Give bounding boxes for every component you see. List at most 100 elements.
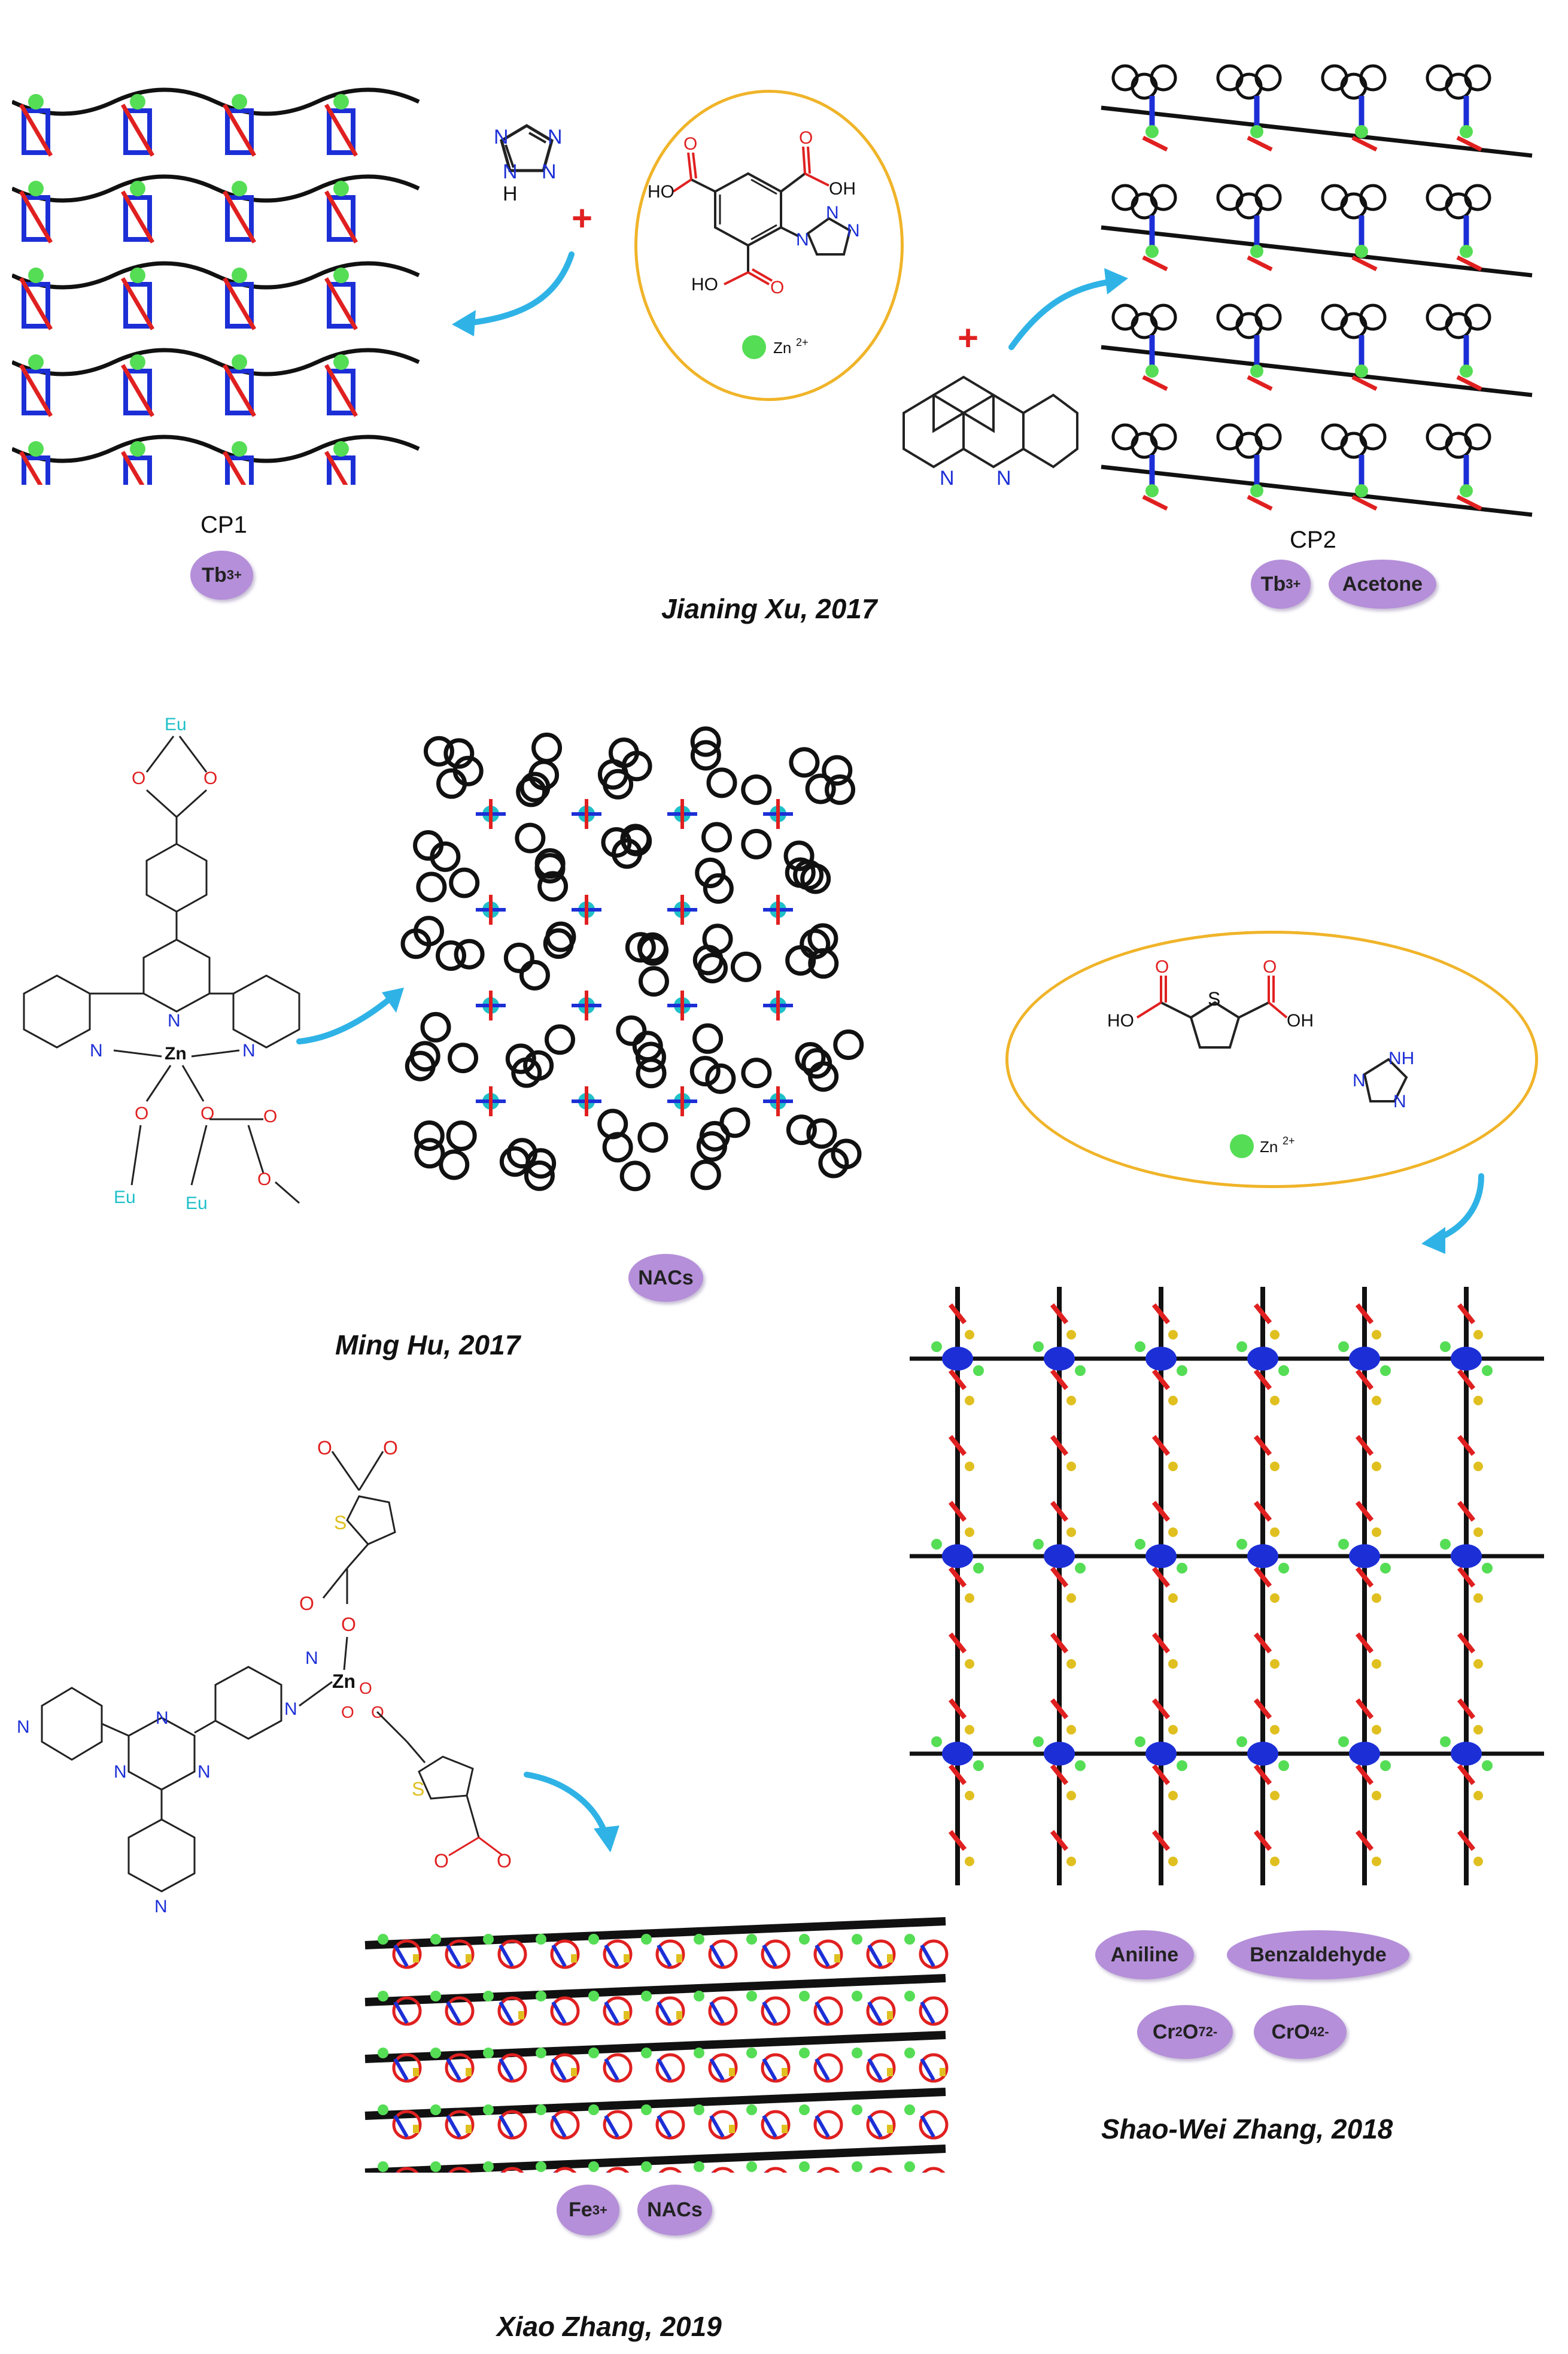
triazole2-nh: NH [1388, 1049, 1414, 1068]
triazole-n1: N [494, 126, 509, 148]
xiao-framework-structure [364, 1917, 949, 2173]
cr2o7-sub-2: 2 [1175, 2024, 1183, 2039]
thiophene-s: S [1208, 988, 1220, 1010]
zn-ion-charge-2: 2+ [1283, 1135, 1295, 1147]
arrow-to-cp2 [1008, 268, 1128, 350]
ligand-triazole-n1: N [796, 230, 809, 250]
triazole2-n2: N [1393, 1092, 1406, 1111]
xz-pyr-n3: N [154, 1897, 168, 1916]
triazolyl-isophthalic-ligand: O HO O OH HO O N N N Zn 2+ [648, 128, 860, 359]
shaowei-framework-structure [910, 1287, 1544, 1885]
hu-framework-structure [400, 726, 864, 1192]
phenanthroline-molecule: N N [902, 375, 1078, 490]
arrow-to-cp1 [452, 251, 575, 336]
cp2-label: CP2 [1290, 527, 1336, 553]
caption-xiao-zhang: Xiao Zhang, 2019 [497, 2311, 722, 2342]
fe-charge: 3+ [592, 2202, 607, 2218]
phen-n1: N [940, 467, 955, 490]
triazine-thiophene-zn-ligand: O O S O O Zn N O O O S O O N N N N N N [17, 1437, 512, 1916]
xz-o-2: O [383, 1437, 398, 1459]
xz-s-1: S [334, 1512, 347, 1533]
eu-label-top: Eu [165, 715, 187, 734]
terpy-n-left: N [90, 1041, 103, 1061]
eu-label-bl: Eu [114, 1187, 136, 1207]
cro4-charge: 2- [1317, 2024, 1329, 2039]
tb-charge: 3+ [1286, 576, 1301, 591]
cooh-o-3: O [770, 278, 784, 297]
xz-o-3: O [299, 1593, 314, 1614]
plus-sign-2: + [958, 318, 979, 358]
aniline-badge: Aniline [1095, 1930, 1194, 1979]
triazole-n3: N [542, 160, 557, 183]
ligand-oval-shaowei [1005, 931, 1538, 1188]
triazole-molecule: N N N N H [494, 124, 563, 205]
cp2-crystal-structure [1101, 64, 1533, 517]
triazole-n2: N [548, 126, 563, 148]
tb-symbol: Tb [1260, 572, 1286, 596]
arrow-to-hu-structure [296, 988, 404, 1044]
zn-ion-label-2: Zn [1260, 1138, 1278, 1156]
cr-1: Cr [1152, 2020, 1175, 2043]
eu-terpyridine-ligand: Eu O O N N N Zn O O Eu Eu O O [23, 715, 300, 1213]
xz-o-6: O [341, 1703, 354, 1721]
cooh-ho-3: HO [691, 275, 718, 294]
cooh-o-2: O [799, 128, 813, 148]
xz-pyr-n2: N [17, 1717, 30, 1737]
ligand-oval-xu [634, 90, 904, 401]
hu-nacs-badge: NACs [628, 1254, 703, 1302]
ester-o-1: O [263, 1107, 277, 1126]
benzaldehyde-badge: Benzaldehyde [1227, 1930, 1409, 1979]
tb-symbol: Tb [202, 563, 227, 587]
cro4-sub-4: 4 [1309, 2024, 1317, 2039]
plus-sign-1: + [572, 198, 593, 238]
xz-triazine-n1: N [156, 1708, 169, 1728]
xz-o-8: O [434, 1850, 449, 1872]
tdc-o-2: O [1263, 958, 1277, 977]
zn-center-label: Zn [165, 1044, 187, 1064]
o-1: O [1182, 2020, 1199, 2043]
terpy-n-center: N [168, 1011, 181, 1031]
eu-o-2: O [203, 769, 217, 788]
zn-o-left: O [135, 1104, 148, 1123]
fe-symbol: Fe [569, 2198, 592, 2221]
cooh-ho-1: HO [648, 182, 674, 202]
thiophene-dicarboxylic-ligand: S O HO O OH NH N N Zn 2+ [1107, 958, 1414, 1158]
xz-o-5: O [359, 1679, 372, 1697]
xz-o-9: O [497, 1850, 512, 1872]
caption-shao-wei-zhang: Shao-Wei Zhang, 2018 [1101, 2113, 1393, 2145]
eu-o-1: O [132, 769, 145, 788]
arrow-to-shaowei-structure [1421, 1173, 1484, 1254]
xz-zn-label: Zn [332, 1670, 355, 1692]
xz-o-4: O [341, 1614, 356, 1635]
xz-triazine-n3: N [114, 1762, 127, 1782]
tdc-oh: OH [1287, 1011, 1314, 1031]
triazole-h: H [503, 183, 518, 205]
xiao-nacs-badge: NACs [637, 2185, 712, 2235]
cooh-o-1: O [683, 134, 697, 154]
tb-charge: 3+ [226, 567, 242, 582]
xz-s-2: S [412, 1778, 424, 1800]
ligand-triazole-n3: N [847, 221, 860, 241]
caption-jianing-xu: Jianing Xu, 2017 [661, 593, 877, 624]
cro-1: CrO [1271, 2020, 1310, 2043]
arrow-to-xiao-structure [524, 1772, 619, 1852]
cp1-label: CP1 [200, 512, 247, 538]
triazole2-n1: N [1353, 1071, 1366, 1091]
xz-zn-n: N [305, 1648, 318, 1668]
ester-o-2: O [257, 1170, 271, 1189]
zn-o-right: O [200, 1104, 214, 1123]
xz-o-1: O [317, 1437, 332, 1459]
tdc-ho: HO [1107, 1011, 1134, 1031]
cp1-crystal-structure [12, 87, 420, 485]
cooh-oh-2: OH [829, 179, 856, 199]
zn-ion-label-1: Zn [773, 339, 791, 357]
xz-pyr-n1: N [284, 1699, 297, 1719]
cr2o7-charge: 2- [1205, 2024, 1218, 2039]
phen-n2: N [996, 467, 1011, 490]
eu-label-br: Eu [186, 1193, 208, 1213]
cr2o7-sub-7: 7 [1198, 2024, 1206, 2039]
